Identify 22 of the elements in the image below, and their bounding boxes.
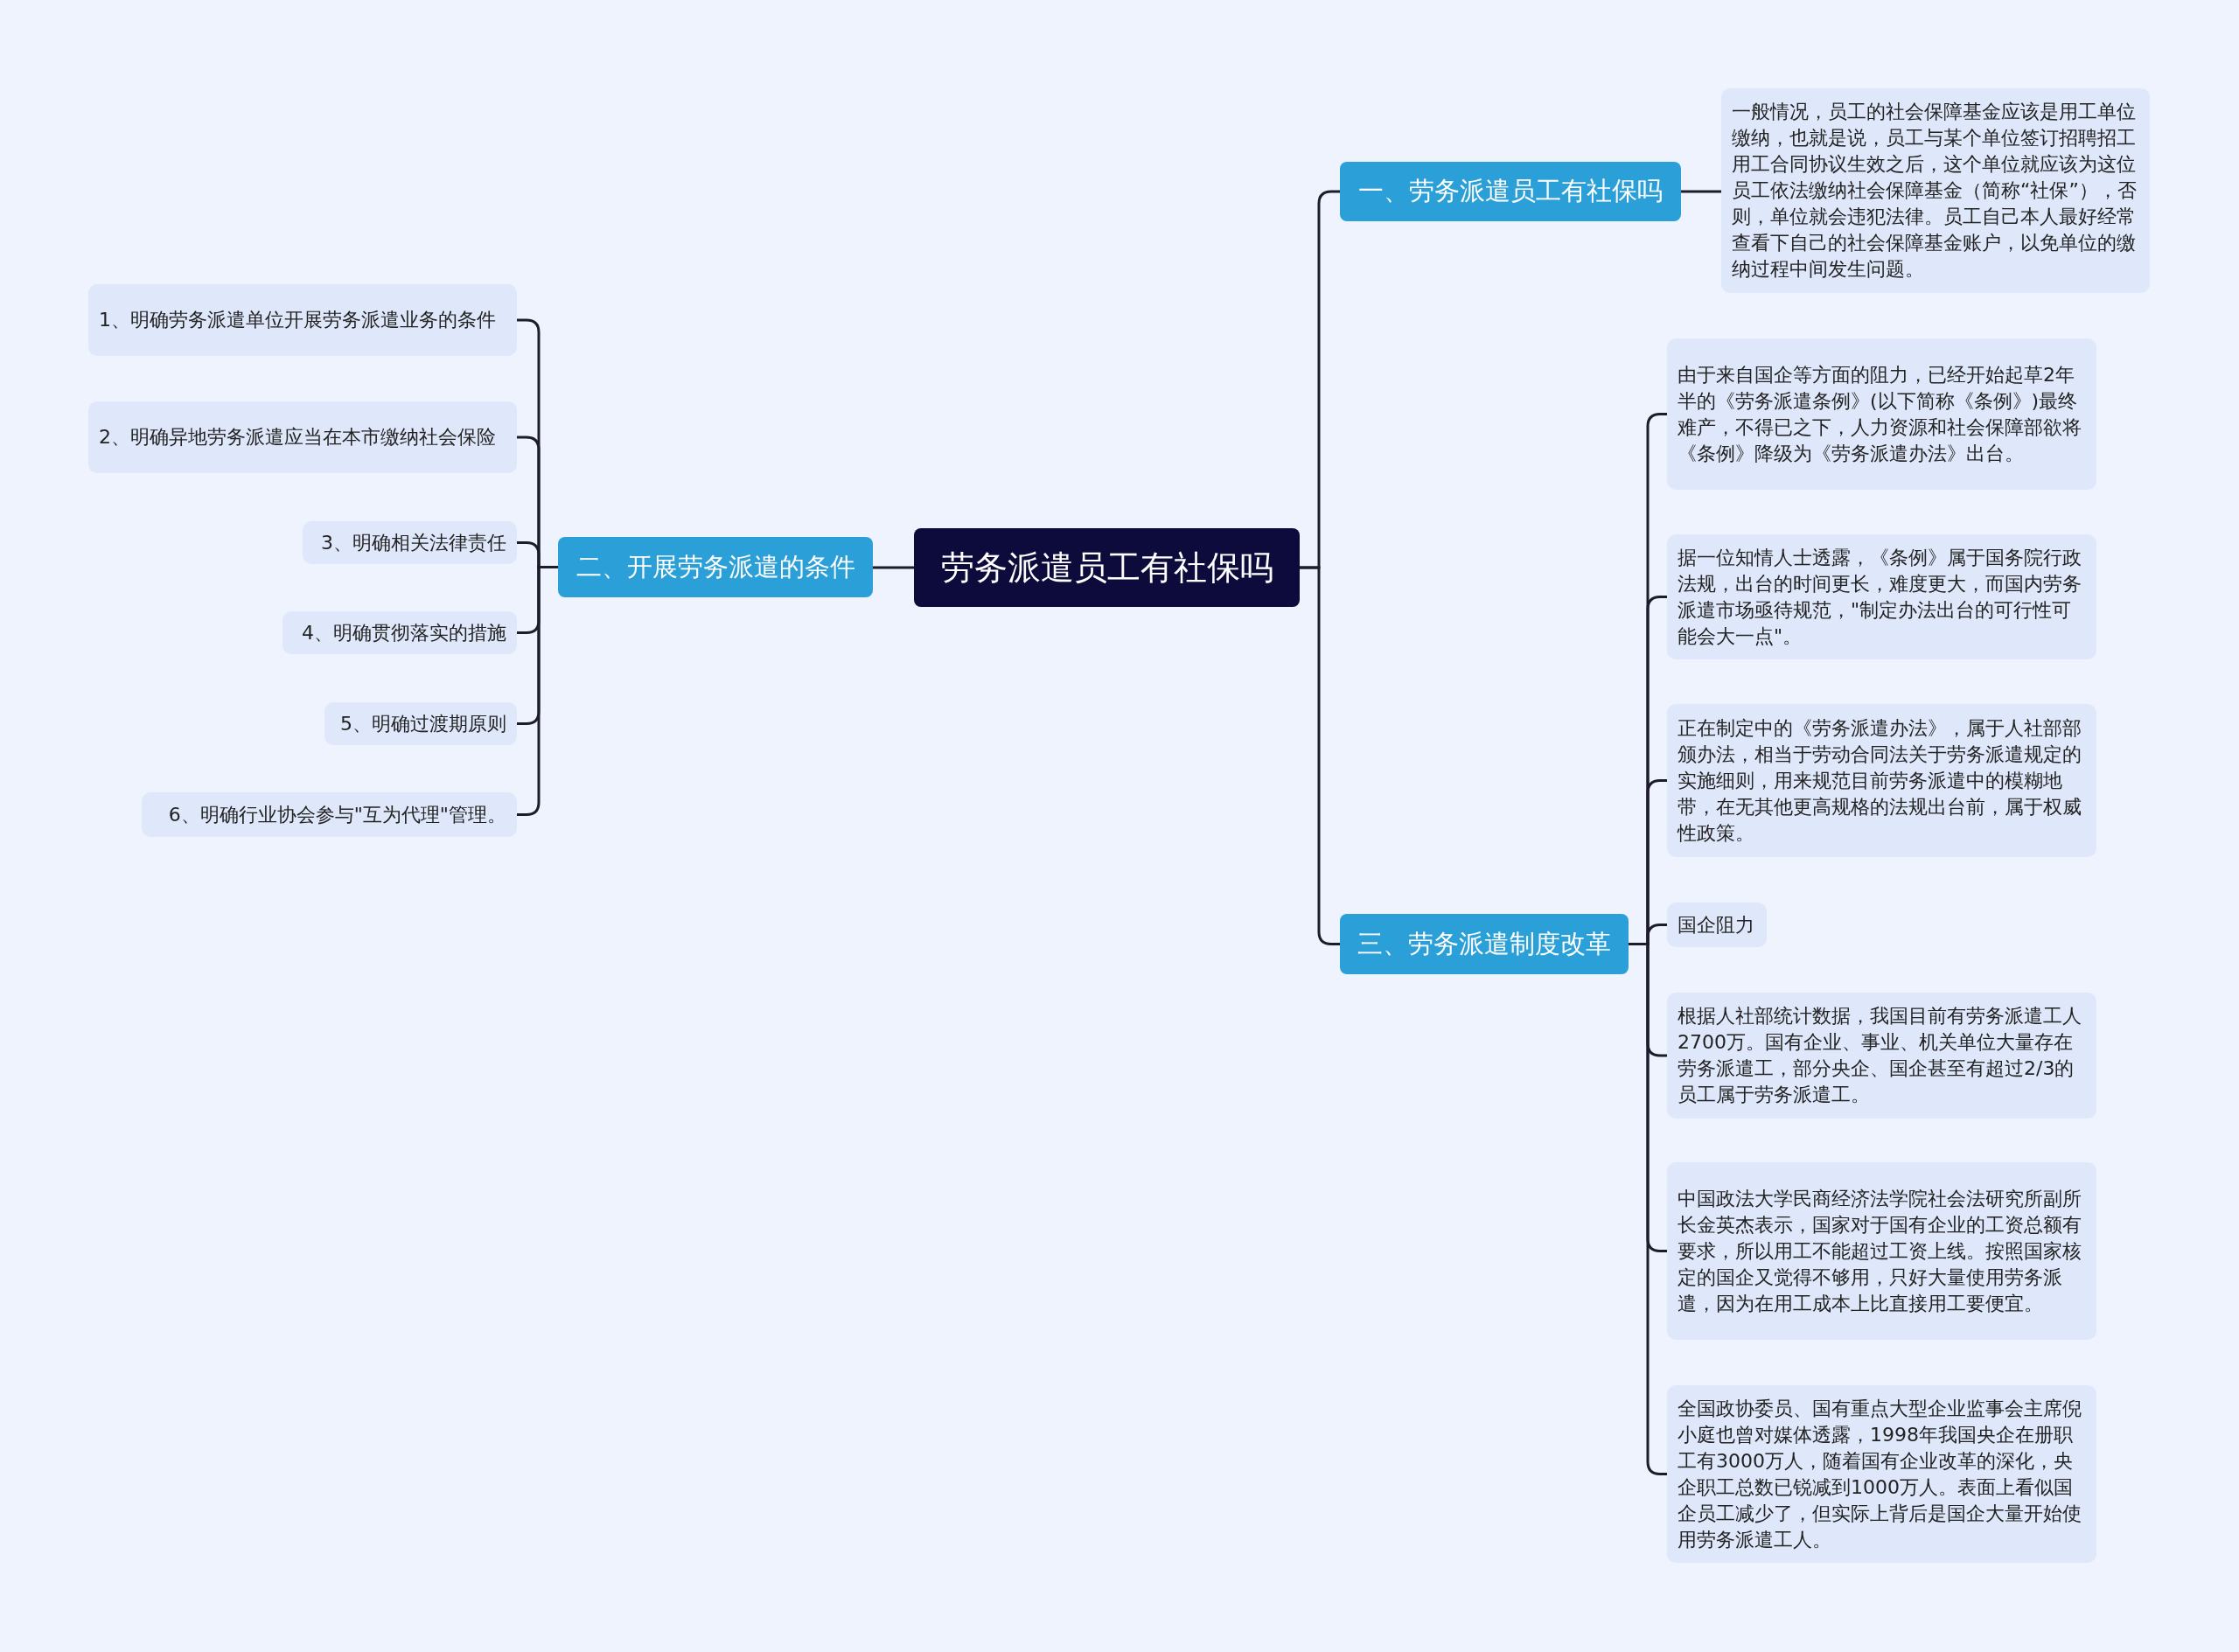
- connector-line: [1681, 190, 1721, 193]
- topic-box: 据一位知情人士透露，《条例》属于国务院行政法规，出台的时间更长，难度更大，而国内劳务派遣市场亟待规范，"制定办法出台的可行性可能会大一点"。: [1667, 534, 2096, 659]
- connector-line: [517, 566, 558, 816]
- topic-box: 国企阻力: [1667, 903, 1767, 947]
- topic-box: 5、明确过渡期原则: [324, 702, 517, 745]
- topic-box: 正在制定中的《劳务派遣办法》，属于人社部部颁办法，相当于劳动合同法关于劳务派遣规定的实施细则，用来规范目前劳务派遣中的模糊地带，在无其他更高规格的法规出台前，属于权威性政策。: [1667, 704, 2096, 857]
- topic-box: 一般情况，员工的社会保障基金应该是用工单位缴纳，也就是说，员工与某个单位签订招聘招工用工合同协议生效之后，这个单位就应该为这位员工依法缴纳社会保障基金（简称“社保”），否则，单位就会违犯法律。员工自己本人最好经常查看下自己的社会保障基金账户，以免单位的缴纳过程中间发生问题。: [1721, 88, 2150, 293]
- topic-box: 6、明确行业协会参与"互为代理"管理。: [142, 792, 517, 837]
- connector-line: [873, 566, 914, 569]
- topic-box: 2、明确异地劳务派遣应当在本市缴纳社会保险: [88, 401, 517, 473]
- connector-line: [1300, 566, 1340, 945]
- branch-topic-box: 一、劳务派遣员工有社保吗: [1340, 162, 1681, 221]
- topic-box: 全国政协委员、国有重点大型企业监事会主席倪小庭也曾对媒体透露，1998年我国央企在册职工有3000万人，随着国有企业改革的深化，央企职工总数已锐减到1000万人。表面上看似国企员工减少了，但实际上背后是国企大量开始使用劳务派遣工人。: [1667, 1385, 2096, 1563]
- topic-box: 1、明确劳务派遣单位开展劳务派遣业务的条件: [88, 284, 517, 356]
- topic-box: 4、明确贯彻落实的措施: [282, 611, 517, 654]
- topic-box: 根据人社部统计数据，我国目前有劳务派遣工人2700万。国有企业、事业、机关单位大量存在劳务派遣工，部分央企、国企甚至有超过2/3的员工属于劳务派遣工。: [1667, 993, 2096, 1119]
- topic-box: 3、明确相关法律责任: [303, 521, 517, 564]
- topic-box: 由于来自国企等方面的阻力，已经开始起草2年半的《劳务派遣条例》(以下简称《条例》)最终难产，不得已之下，人力资源和社会保障部欲将《条例》降级为《劳务派遣办法》出台。: [1667, 338, 2096, 490]
- central-topic-box: 劳务派遣员工有社保吗: [914, 528, 1300, 607]
- topic-box: 中国政法大学民商经济法学院社会法研究所副所长金英杰表示，国家对于国有企业的工资总额有要求，所以用工不能超过工资上线。按照国家核定的国企又觉得不够用，只好大量使用劳务派遣，因为在用工成本上比直接用工要便宜。: [1667, 1162, 2096, 1340]
- branch-topic-box: 二、开展劳务派遣的条件: [558, 537, 873, 597]
- branch-topic-box: 三、劳务派遣制度改革: [1340, 914, 1629, 974]
